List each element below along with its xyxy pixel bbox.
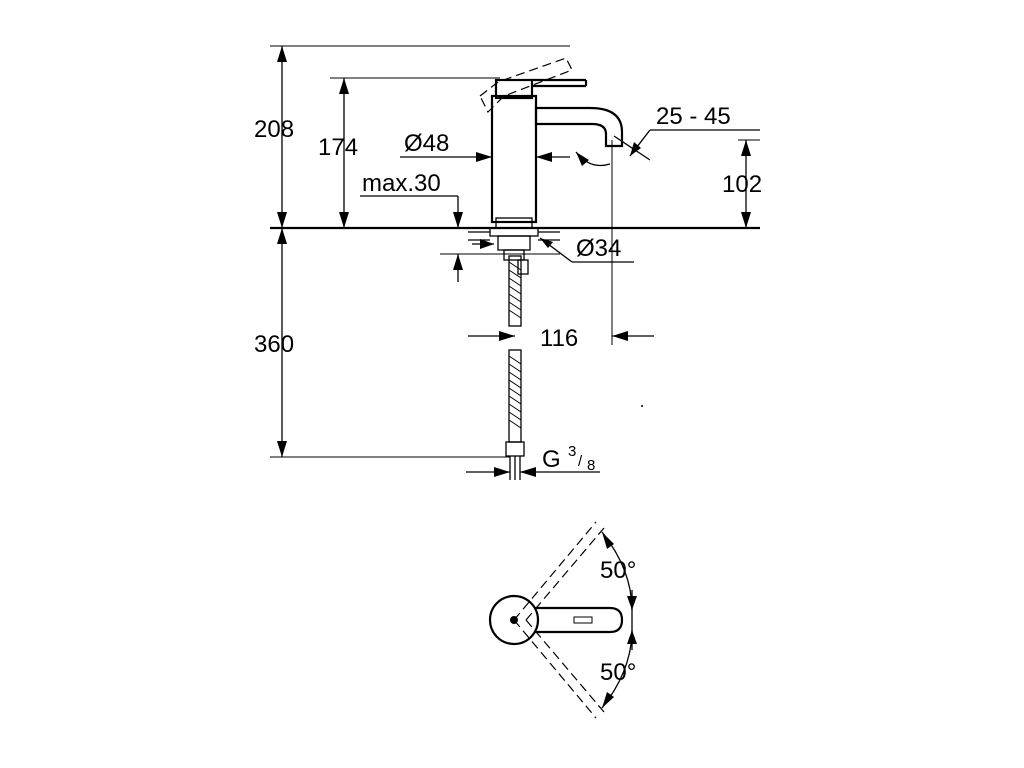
label-hose-length: 360 [254, 331, 294, 358]
dim-mounting-hole [472, 237, 634, 263]
label-spout-top-height: 174 [318, 134, 358, 161]
label-spout-projection: 116 [540, 325, 578, 352]
dim-connection-thread [466, 467, 600, 477]
mounting-assembly [468, 227, 560, 275]
label-mounting-hole: Ø34 [576, 235, 621, 262]
label-thread-prefix: G [542, 446, 561, 473]
label-outlet-height: 102 [722, 171, 762, 198]
flexible-hose [505, 255, 525, 480]
dim-max-deck [360, 195, 463, 282]
label-max-deck: max.30 [362, 170, 441, 197]
label-body-diameter: Ø48 [404, 130, 449, 157]
side-view: 208 174 Ø48 max.30 [254, 45, 762, 480]
label-rotation-upper: 50° [600, 557, 636, 584]
stray-mark [641, 405, 643, 407]
label-thread-slash: / [578, 453, 583, 470]
dim-total-height [277, 46, 287, 228]
dim-spout-projection [468, 331, 654, 341]
dim-hose-length [277, 228, 287, 457]
label-rotation-lower: 50° [600, 659, 636, 686]
top-view [488, 521, 637, 719]
dim-outlet-height [741, 140, 751, 228]
label-total-height: 208 [254, 116, 294, 143]
faucet-body [479, 57, 624, 229]
label-spout-angle: 25 - 45 [656, 103, 731, 130]
spout-top [534, 606, 624, 634]
body-top-circle [488, 594, 540, 646]
dim-spout-angle [575, 129, 760, 167]
label-thread-num: 3 [568, 443, 576, 460]
label-thread-den: 8 [587, 457, 595, 474]
dim-spout-top-height [339, 78, 349, 228]
dim-body-diameter [400, 152, 570, 162]
